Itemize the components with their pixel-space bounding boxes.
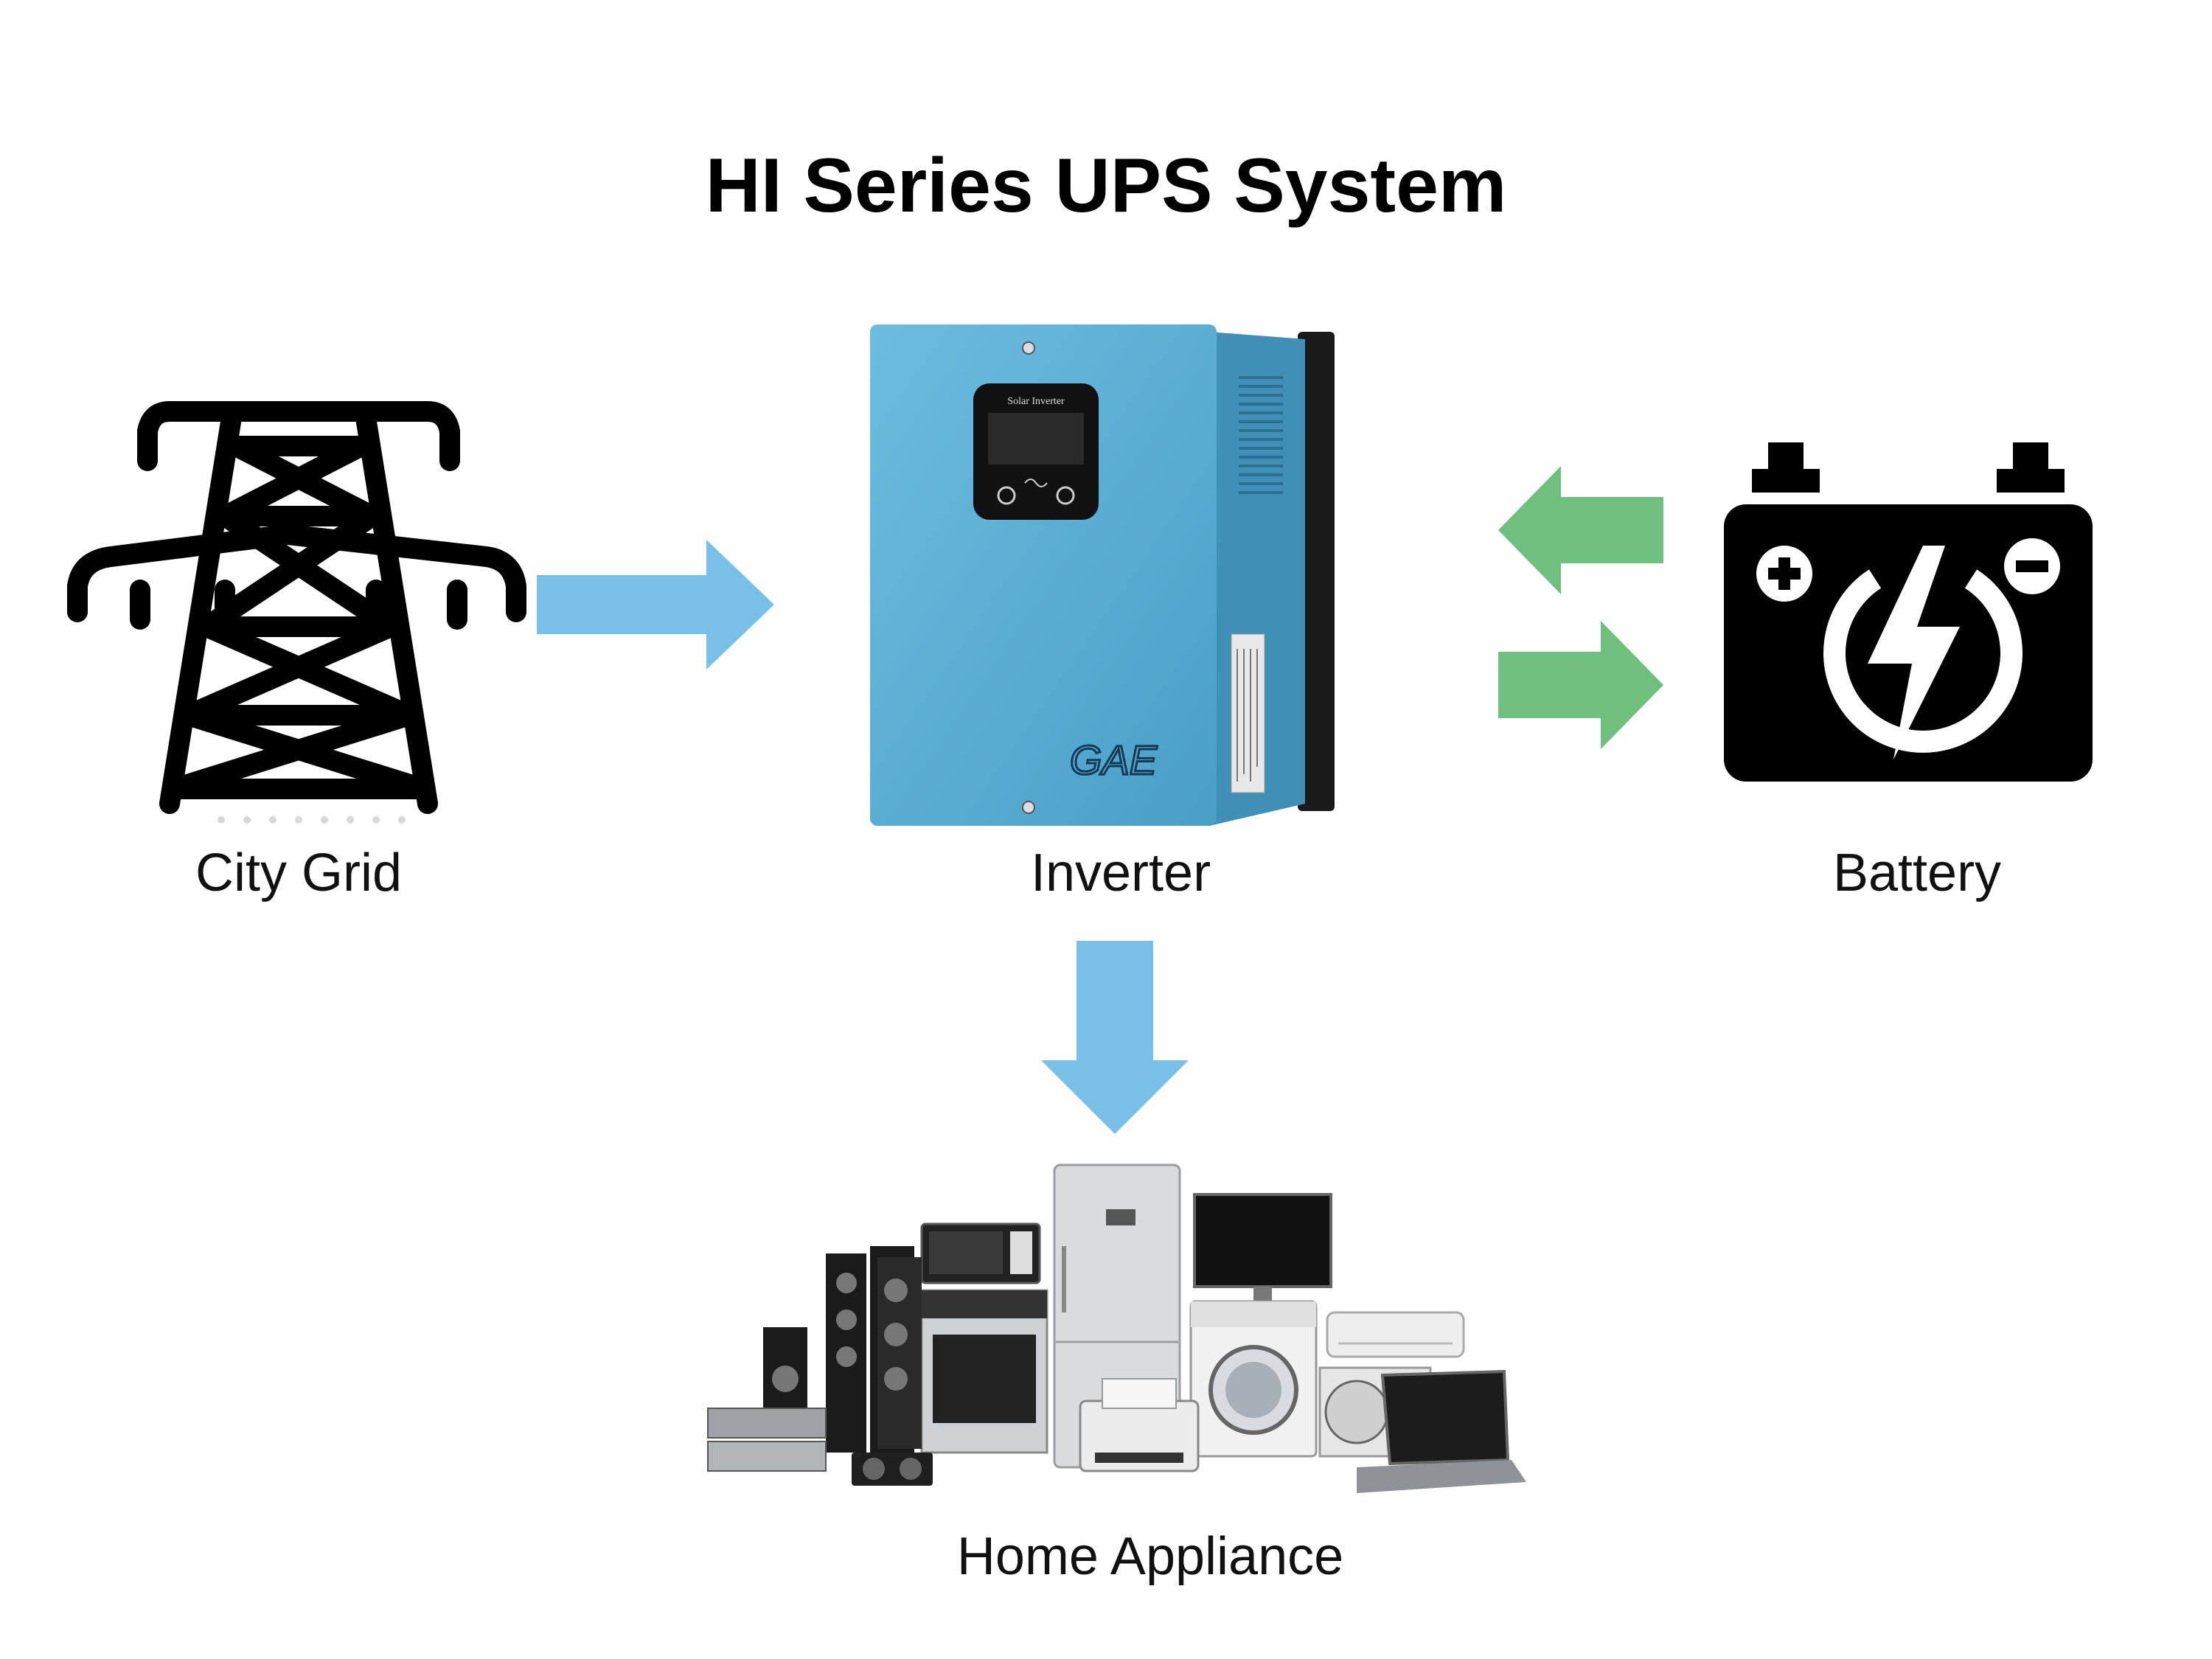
appliances-group xyxy=(707,1164,1526,1493)
home-appliance-label: Home Appliance xyxy=(956,1527,1344,1586)
inverter-device: Solar Inverter GAE xyxy=(870,324,1335,826)
inverter-logo: GAE xyxy=(1070,737,1158,783)
stove-icon xyxy=(920,1289,1048,1454)
inverter-screen-text: Solar Inverter xyxy=(1007,396,1065,407)
arrow-battery-to-inverter xyxy=(1498,466,1663,594)
laptop-icon xyxy=(1357,1369,1526,1493)
printer-icon xyxy=(1079,1378,1200,1472)
speakers-icon xyxy=(763,1246,922,1460)
microwave-icon xyxy=(920,1222,1041,1284)
diagram-title: HI Series UPS System xyxy=(705,143,1507,229)
small-speakers-icon xyxy=(852,1453,933,1486)
power-tower-icon xyxy=(67,401,526,824)
city-grid-label: City Grid xyxy=(195,844,403,902)
inverter-label: Inverter xyxy=(1030,844,1211,902)
arrow-inverter-to-battery xyxy=(1498,621,1663,749)
arrow-inverter-to-appliance xyxy=(1041,941,1189,1134)
tv-icon xyxy=(1193,1193,1332,1310)
battery-label: Battery xyxy=(1832,844,2002,902)
stereo-icon xyxy=(707,1408,827,1472)
battery-icon xyxy=(1724,442,2093,782)
arrow-grid-to-inverter xyxy=(537,540,774,669)
washing-machine-icon xyxy=(1189,1300,1318,1458)
